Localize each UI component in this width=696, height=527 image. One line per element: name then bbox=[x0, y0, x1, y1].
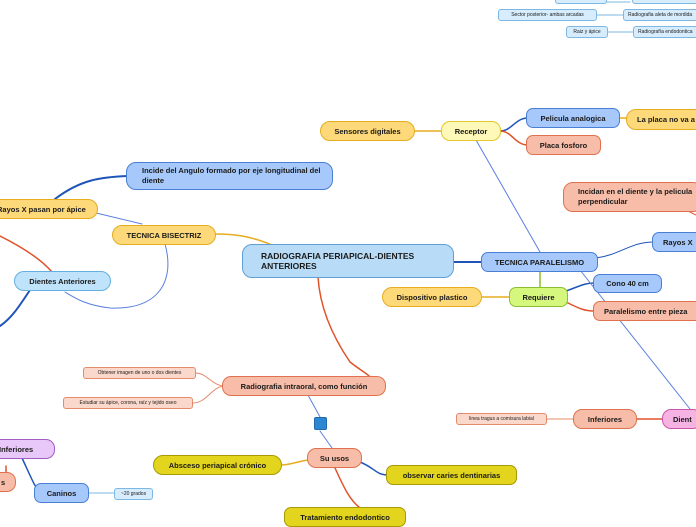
node-central-topic[interactable]: RADIOGRAFIA PERIAPICAL-DIENTES ANTERIORE… bbox=[242, 244, 454, 278]
node-inferiores-left[interactable]: Inferiores bbox=[0, 439, 55, 459]
connector bbox=[279, 459, 309, 466]
node-incidan[interactable]: Incidan en el diente y la pelicula perpe… bbox=[563, 182, 696, 212]
node-radiografia-endodontica[interactable]: Radiografía endodontica bbox=[633, 26, 696, 38]
node-rayos-x-pasan[interactable]: Rayos X pasan por ápice bbox=[0, 199, 98, 219]
connector bbox=[0, 289, 31, 327]
connector bbox=[475, 139, 541, 253]
node-rayos-x[interactable]: Rayos X bbox=[652, 232, 696, 252]
node-raiz-apice[interactable]: Raiz y ápice bbox=[566, 26, 608, 38]
connector bbox=[307, 394, 321, 418]
node-dient[interactable]: Dient bbox=[662, 409, 696, 429]
connector bbox=[317, 276, 371, 378]
connector bbox=[565, 301, 595, 312]
node-absceso[interactable]: Absceso periapical crónico bbox=[153, 455, 282, 475]
node-placa-fosforo[interactable]: Placa fosforo bbox=[526, 135, 601, 155]
node-dientes-anteriores[interactable]: Dientes Anteriores bbox=[14, 271, 111, 291]
connector bbox=[595, 241, 655, 259]
node-radiografia-intraoral[interactable]: Radiografia intraoral, como función bbox=[222, 376, 386, 396]
node-linea-tragus[interactable]: linea tragus a comisura labial bbox=[456, 413, 547, 425]
node-tratamiento[interactable]: Tratamiento endodontico bbox=[284, 507, 406, 527]
node-s-cut[interactable]: s bbox=[0, 472, 16, 492]
collapse-toggle-icon[interactable] bbox=[314, 417, 327, 430]
node-su-usos[interactable]: Su usos bbox=[307, 448, 362, 468]
connector bbox=[64, 243, 169, 309]
node-placa-no-va[interactable]: La placa no va a bbox=[626, 109, 696, 130]
node-20-grados[interactable]: ~20 grados bbox=[114, 488, 153, 500]
connector bbox=[213, 233, 273, 246]
node-obtener-imagen[interactable]: Obtener imagen de uno o dos dientes bbox=[83, 367, 196, 379]
node-sensores-digitales[interactable]: Sensores digitales bbox=[320, 121, 415, 141]
node-estudiar-apice[interactable]: Estudiar su ápice, corona, raíz y tejido… bbox=[63, 397, 193, 409]
connector bbox=[499, 117, 529, 132]
node-pelicula-analogica[interactable]: Pelicula analogica bbox=[526, 108, 620, 128]
connector bbox=[195, 372, 226, 387]
node-inferiores-right[interactable]: Inferiores bbox=[573, 409, 637, 429]
connector bbox=[359, 461, 389, 476]
node-sector-posterior[interactable]: Sector posterior- ambas arcadas bbox=[498, 9, 597, 21]
connector bbox=[579, 269, 691, 410]
connector bbox=[334, 467, 361, 509]
node-incide-angulo[interactable]: Incide del Angulo formado por eje longit… bbox=[126, 162, 333, 190]
node-requiere[interactable]: Requiere bbox=[509, 287, 568, 307]
node-caries[interactable]: observar caries dentinarias bbox=[386, 465, 517, 485]
connector bbox=[565, 282, 595, 292]
node-tecnica-bisectriz[interactable]: TECNICA BISECTRIZ bbox=[112, 225, 216, 245]
connector bbox=[54, 175, 129, 200]
connector bbox=[91, 211, 143, 225]
node-radiografia-aleta[interactable]: Radiografia aleta de mordida bbox=[623, 9, 696, 21]
node-caninos[interactable]: Caninos bbox=[34, 483, 89, 503]
connector bbox=[0, 235, 53, 273]
node-dispositivo-plastico[interactable]: Dispositivo plastico bbox=[382, 287, 482, 307]
connector bbox=[319, 430, 333, 449]
node-paralelismo-entre[interactable]: Paralelismo entre pieza bbox=[593, 301, 696, 321]
node-cono-40[interactable]: Cono 40 cm bbox=[593, 274, 662, 293]
node-top-cut-2[interactable] bbox=[632, 0, 696, 4]
connector bbox=[192, 385, 226, 404]
node-receptor[interactable]: Receptor bbox=[441, 121, 501, 141]
node-tecnica-paralelismo[interactable]: TECNICA PARALELISMO bbox=[481, 252, 598, 272]
connector bbox=[499, 130, 529, 146]
node-top-cut-1[interactable] bbox=[555, 0, 607, 4]
